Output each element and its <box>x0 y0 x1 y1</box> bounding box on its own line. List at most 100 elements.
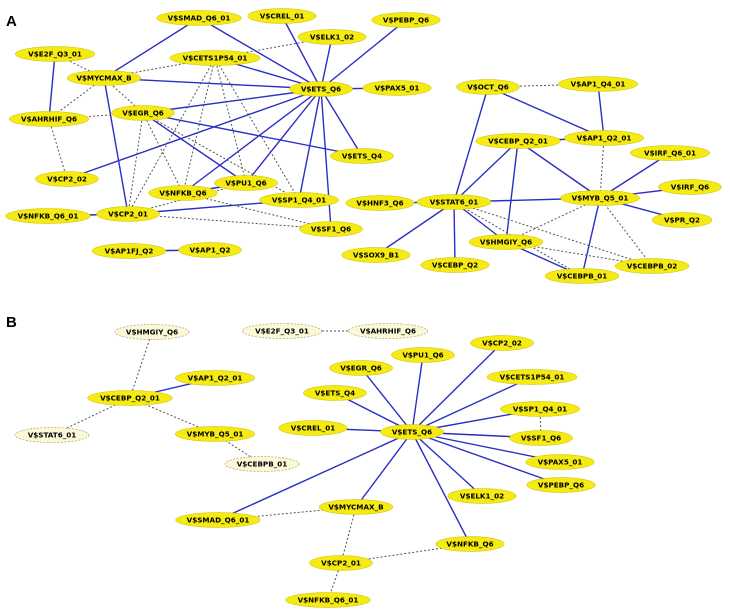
solid-edge-ets6-egr <box>142 88 322 114</box>
node-label: V$ELK1_02 <box>310 33 354 42</box>
solid-edge-ets6-elk1 <box>411 431 483 497</box>
node-ellipse <box>259 192 339 208</box>
node-vegr-q6: V$EGR_Q6 <box>329 360 393 376</box>
node-ellipse <box>525 454 595 470</box>
node-ellipse <box>214 175 278 191</box>
node-label: V$IRF_Q6_01 <box>644 149 696 158</box>
dotted-edge-egr-nfkb <box>142 112 184 194</box>
node-ellipse <box>468 234 544 250</box>
solid-edge-egr-ets4 <box>142 112 363 157</box>
node-label: V$SOX9_B1 <box>353 251 399 260</box>
node-ellipse <box>329 360 393 376</box>
node-ellipse <box>526 477 596 493</box>
solid-edge-ets6-nfkb <box>411 431 471 545</box>
node-vsf1-q6: V$SF1_Q6 <box>299 221 363 237</box>
dotted-edge-mycmax-cp2-01 <box>340 506 357 564</box>
node-ve2f-q3-01: V$E2F_Q3_01 <box>15 46 95 62</box>
solid-edge-ets6-cets <box>411 376 533 433</box>
node-vstat6-01: V$STAT6_01 <box>14 427 90 443</box>
node-label: V$NFKB_Q6 <box>159 189 206 198</box>
node-ellipse <box>416 194 492 210</box>
node-label: V$CP2_02 <box>47 175 87 184</box>
node-ellipse <box>560 190 640 206</box>
node-vmyb-q5-01: V$MYB_Q5_01 <box>560 190 640 206</box>
solid-edge-ets6-sp1 <box>298 88 322 201</box>
dotted-edge-egr-cp2-01 <box>127 112 144 215</box>
node-vhnf3-q6: V$HNF3_Q6 <box>345 195 415 211</box>
dotted-edge-cp2-01-sf1 <box>127 213 332 230</box>
node-vap1-q4-01: V$AP1_Q4_01 <box>558 76 638 92</box>
solid-edge-e2f-ahrhif <box>48 53 56 120</box>
node-ellipse <box>299 221 363 237</box>
solid-edge-ets6-smad <box>217 431 413 521</box>
node-ellipse <box>178 242 242 258</box>
node-velk1-02: V$ELK1_02 <box>447 488 517 504</box>
node-label: V$E2F_Q3_01 <box>28 50 82 59</box>
node-label: V$MYCMAX_B <box>328 503 383 512</box>
node-ellipse <box>475 133 561 149</box>
node-ellipse <box>651 212 713 228</box>
node-ellipse <box>66 70 142 86</box>
node-ellipse <box>558 76 638 92</box>
node-label: V$NFKB_Q6 <box>446 540 493 549</box>
node-label: V$PAX5_01 <box>538 458 583 467</box>
solid-edge-ets6-egr <box>360 367 413 433</box>
node-virf-q6-01: V$IRF_Q6_01 <box>630 145 710 161</box>
node-label: V$CETS1P54_01 <box>183 54 248 63</box>
solid-edge-ets6-pu1 <box>411 354 424 433</box>
node-ellipse <box>175 426 255 442</box>
node-vpu1-q6: V$PU1_Q6 <box>214 175 278 191</box>
node-vets-q6: V$ETS_Q6 <box>380 424 444 440</box>
node-vcebp-q2-01: V$CEBP_Q2_01 <box>475 133 561 149</box>
node-velk1-02: V$ELK1_02 <box>297 29 367 45</box>
node-vsmad-q6-01: V$SMAD_Q6_01 <box>156 10 242 26</box>
node-vap1fj-q2: V$AP1FJ_Q2 <box>91 243 167 259</box>
node-label: V$STAT6_01 <box>430 198 479 207</box>
node-ellipse <box>470 335 534 351</box>
node-vcebp-q2-01: V$CEBP_Q2_01 <box>87 390 173 406</box>
node-ellipse <box>9 111 89 127</box>
panel-label-a: A <box>6 13 17 30</box>
node-vcebpb-01: V$CEBPB_01 <box>544 268 620 284</box>
solid-edge-ets6-elk1 <box>320 36 333 90</box>
node-vcebp-q2: V$CEBP_Q2 <box>420 257 490 273</box>
node-label: V$AP1_Q2_01 <box>188 374 243 383</box>
node-label: V$ETS_Q6 <box>392 428 432 437</box>
solid-edge-mycmax-cp2-01 <box>103 77 129 215</box>
node-label: V$HMGIY_Q6 <box>480 238 532 247</box>
node-label: V$MYCMAX_B <box>76 74 131 83</box>
node-ellipse <box>156 10 242 26</box>
node-label: V$CP2_01 <box>321 559 361 568</box>
solid-edge-cebpq201-stat6 <box>453 140 519 203</box>
node-label: V$HMGIY_Q6 <box>126 328 178 337</box>
node-vstat6-01: V$STAT6_01 <box>416 194 492 210</box>
dotted-edge-ap1q201-myb <box>599 137 605 199</box>
node-label: V$AHRHIF_Q6 <box>360 327 416 336</box>
node-label: V$CEBP_Q2_01 <box>488 137 548 146</box>
dotted-edge-cebpq201-hmgiy <box>129 331 153 399</box>
node-label: V$NFKB_Q6_01 <box>18 212 79 221</box>
dotted-edge-cets-cp2-01 <box>127 57 216 215</box>
node-label: V$PEBP_Q6 <box>538 481 584 490</box>
node-ellipse <box>114 324 190 340</box>
node-label: V$ETS_Q4 <box>315 389 355 398</box>
node-ellipse <box>435 536 505 552</box>
node-vhmgiy-q6: V$HMGIY_Q6 <box>114 324 190 340</box>
solid-edge-cebpq201-myb <box>517 140 601 199</box>
node-label: V$CREL_01 <box>260 12 304 21</box>
node-ellipse <box>35 171 99 187</box>
node-vsp1-q4-01: V$SP1_Q4_01 <box>259 192 339 208</box>
node-label: V$CREL_01 <box>291 424 335 433</box>
node-vpebp-q6: V$PEBP_Q6 <box>526 477 596 493</box>
node-ellipse <box>111 105 175 121</box>
node-label: V$AP1_Q2 <box>189 246 230 255</box>
node-vcp2-02: V$CP2_02 <box>470 335 534 351</box>
node-ellipse <box>91 243 167 259</box>
node-ellipse <box>175 512 261 528</box>
node-ellipse <box>486 369 578 385</box>
node-label: V$PAX5_01 <box>375 84 420 93</box>
node-label: V$EGR_Q6 <box>122 109 164 118</box>
node-ellipse <box>347 323 429 339</box>
panel-a-edges <box>47 15 691 277</box>
node-ellipse <box>456 79 520 95</box>
